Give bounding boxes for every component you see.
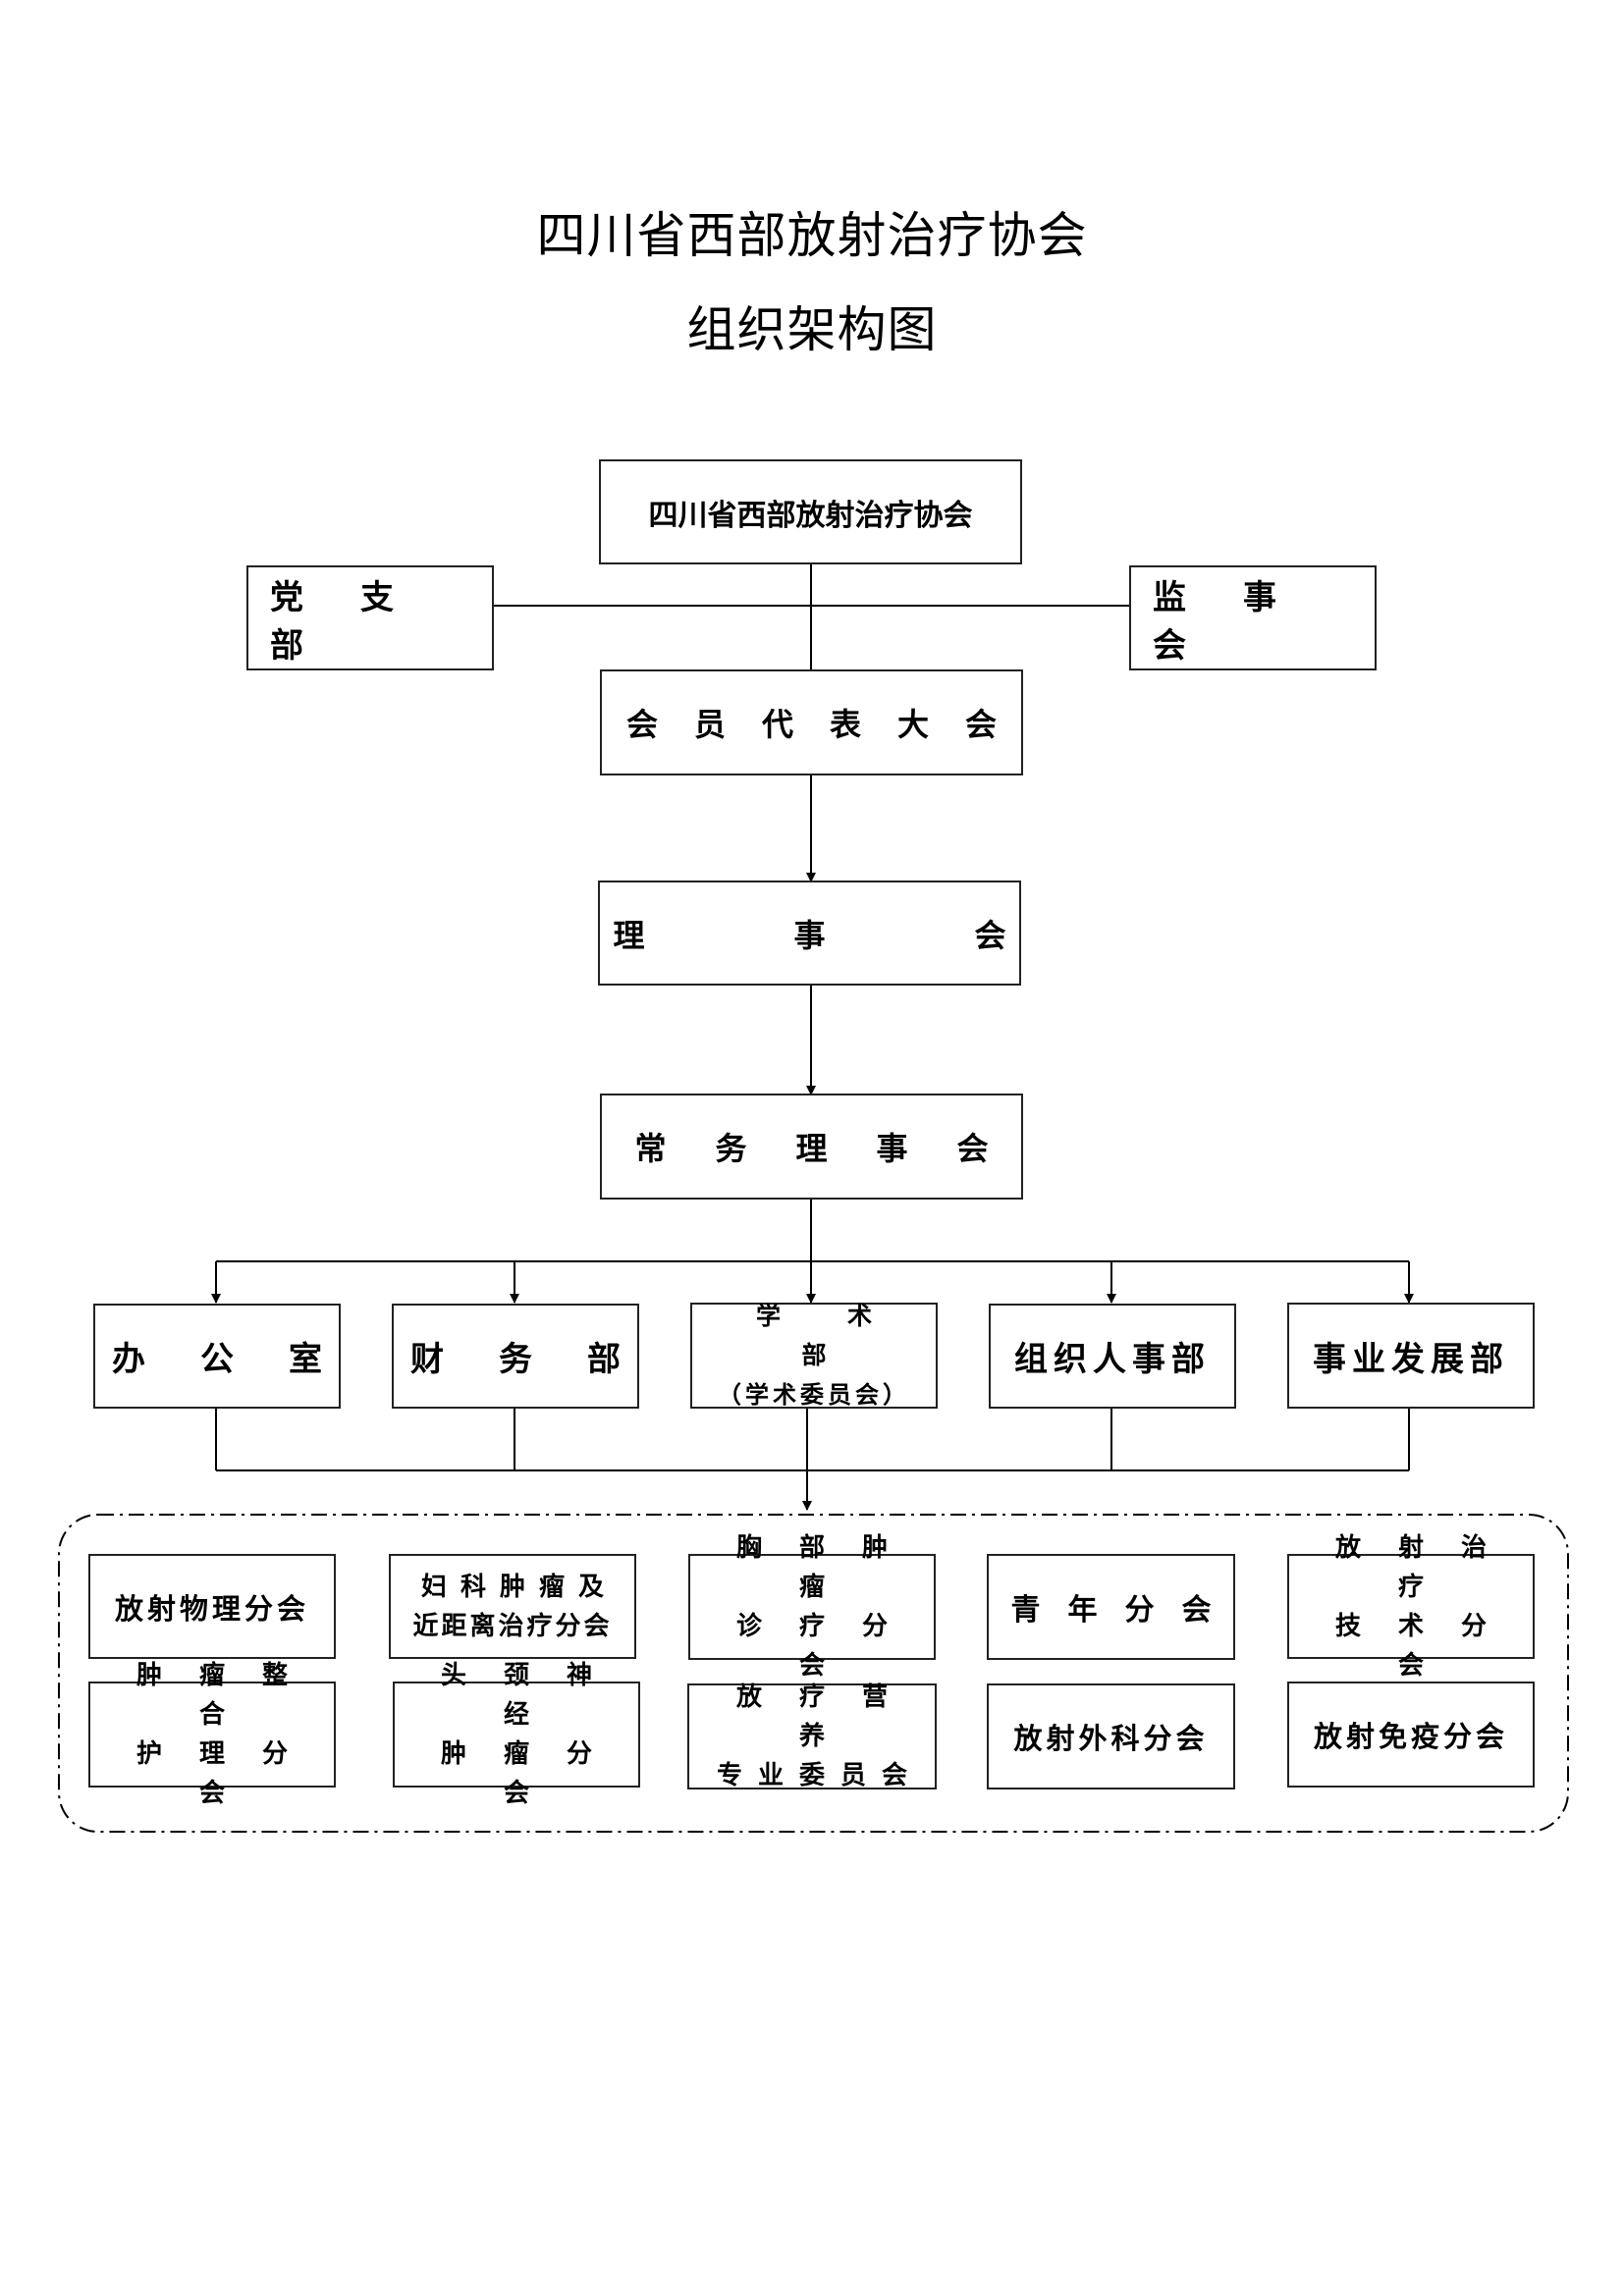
branch-immunity-label: 放射免疫分会 (1313, 1720, 1508, 1753)
branch-youth-box: 青年分会 (987, 1554, 1235, 1660)
office-label: 办公室 (112, 1340, 377, 1379)
branch-nutrition-line2: 专业委员会 (716, 1761, 923, 1790)
standing-council-label: 常务理事会 (634, 1130, 1038, 1167)
academic-label: 学术部 (755, 1302, 939, 1369)
branch-nutrition-line1: 放疗营养 (735, 1682, 925, 1751)
branch-nursing-line1: 肿瘤整合 (135, 1661, 325, 1730)
branch-nursing-line2: 护理分会 (135, 1739, 325, 1808)
branches-container (58, 1514, 1569, 1833)
personnel-box: 组织人事部 (989, 1304, 1236, 1409)
standing-council-box: 常务理事会 (600, 1094, 1023, 1200)
page-title: 四川省西部放射治疗协会 (536, 207, 1088, 264)
branch-gyn-line1: 妇科肿瘤及 (420, 1572, 618, 1602)
branch-physics-label: 放射物理分会 (114, 1591, 309, 1626)
development-box: 事业发展部 (1287, 1303, 1535, 1409)
party-branch-label: 党支部 (270, 577, 451, 666)
branch-surgery-label: 放射外科分会 (1013, 1722, 1209, 1755)
party-branch-box: 党支部 (246, 565, 494, 670)
branch-tech-box: 放射治疗 技术分会 (1287, 1533, 1535, 1681)
supervisory-box: 监事会 (1129, 565, 1377, 670)
branch-nursing-box: 肿瘤整合 护理分会 (88, 1661, 336, 1808)
academic-box: 学术部 （学术委员会） (690, 1302, 938, 1409)
members-congress-box: 会员代表大会 (600, 669, 1023, 775)
association-box: 四川省西部放射治疗协会 (599, 459, 1022, 564)
branch-gyn-box: 妇科肿瘤及 近距离治疗分会 (389, 1554, 636, 1659)
finance-box: 财务部 (392, 1304, 639, 1409)
council-label: 理事会 (613, 916, 1156, 954)
branch-nutrition-box: 放疗营养 专业委员会 (687, 1682, 937, 1790)
association-label: 四川省西部放射治疗协会 (648, 498, 973, 533)
supervisory-label: 监事会 (1153, 577, 1333, 666)
branch-tech-line2: 技术分会 (1334, 1611, 1524, 1681)
branch-thoracic-line2: 诊疗分会 (735, 1612, 925, 1681)
academic-sub-label: （学术委员会） (718, 1381, 910, 1409)
branch-thoracic-box: 胸部肿瘤 诊疗分会 (688, 1533, 936, 1681)
branch-surgery-box: 放射外科分会 (987, 1683, 1235, 1789)
personnel-label: 组织人事部 (1014, 1340, 1211, 1379)
page-subtitle: 组织架构图 (686, 301, 938, 358)
branch-gyn-line2: 近距离治疗分会 (412, 1611, 613, 1641)
office-box: 办公室 (93, 1304, 341, 1409)
branch-thoracic-line1: 胸部肿瘤 (735, 1533, 925, 1602)
branch-headneck-line1: 头颈神经 (440, 1661, 629, 1730)
branch-youth-label: 青年分会 (1010, 1593, 1239, 1628)
finance-label: 财务部 (410, 1340, 676, 1379)
branch-headneck-box: 头颈神经 肿瘤分会 (393, 1661, 640, 1808)
development-label: 事业发展部 (1313, 1339, 1509, 1379)
branch-headneck-line2: 肿瘤分会 (440, 1739, 629, 1808)
branch-immunity-box: 放射免疫分会 (1287, 1682, 1535, 1788)
council-box: 理事会 (598, 881, 1021, 986)
members-congress-label: 会员代表大会 (625, 706, 1033, 743)
branch-physics-box: 放射物理分会 (88, 1554, 336, 1659)
branch-tech-line1: 放射治疗 (1334, 1532, 1524, 1602)
